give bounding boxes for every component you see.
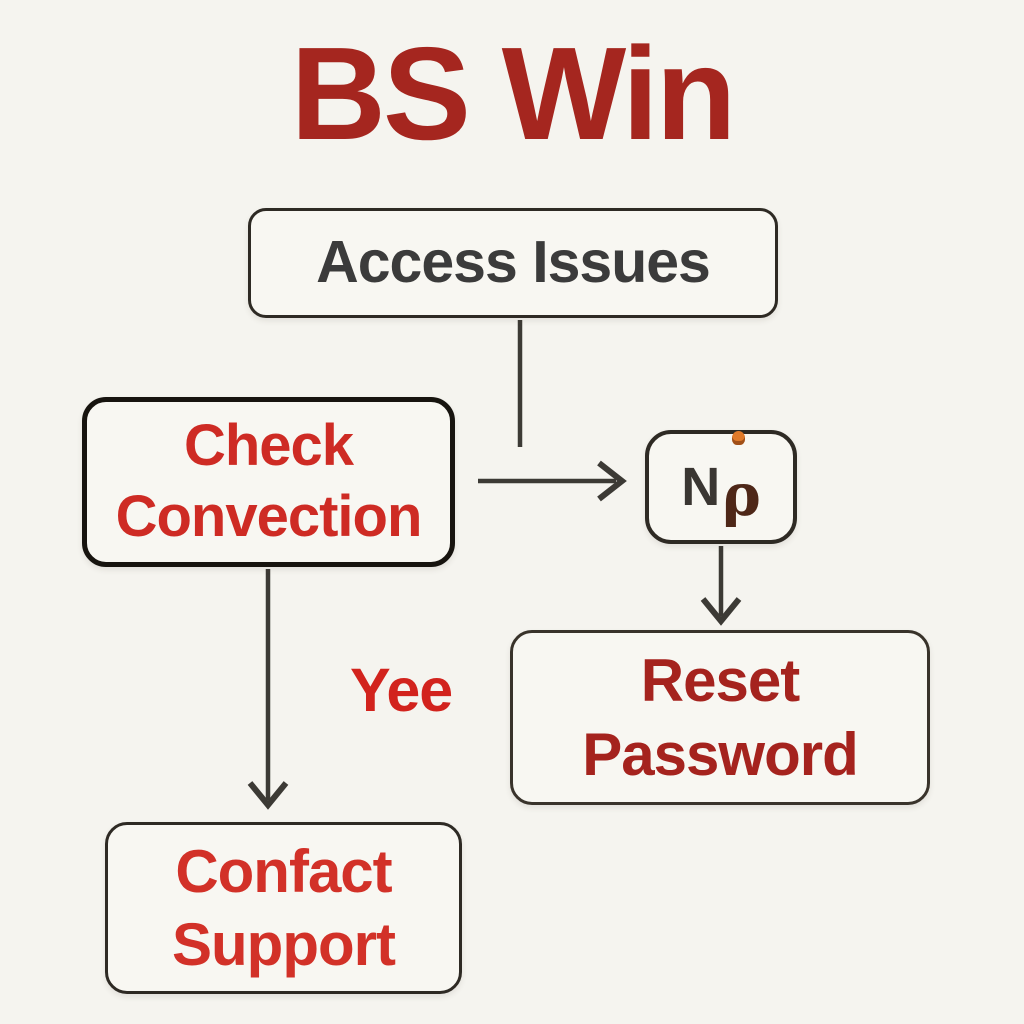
arrow-down-no-icon: [700, 546, 742, 626]
node-reset-password-line2: Password: [582, 720, 858, 788]
edge-label-yes: Yee: [350, 656, 453, 724]
node-reset-password: Reset Password: [510, 630, 930, 805]
node-contact-support: Confact Support: [105, 822, 462, 994]
node-check-convection: Check Convection: [82, 397, 455, 567]
page-title: BS Win: [290, 20, 737, 167]
no-letter-n: N: [681, 457, 721, 517]
orange-dot-icon: [732, 431, 746, 445]
node-access-issues: Access Issues: [248, 208, 778, 318]
node-access-issues-label: Access Issues: [316, 229, 711, 296]
node-contact-support-line1: Confact: [175, 837, 392, 905]
node-check-convection-line2: Convection: [115, 484, 423, 549]
rho-glyph-icon: ρ: [722, 461, 761, 529]
arrow-right-icon: [478, 460, 627, 502]
no-glyph-wrap: ρ: [722, 431, 761, 529]
node-check-convection-line1: Check: [183, 413, 354, 479]
arrow-down-check-icon: [247, 569, 289, 810]
node-no: N ρ: [645, 430, 797, 544]
node-reset-password-line1: Reset: [640, 647, 800, 715]
node-contact-support-line2: Support: [172, 911, 396, 978]
